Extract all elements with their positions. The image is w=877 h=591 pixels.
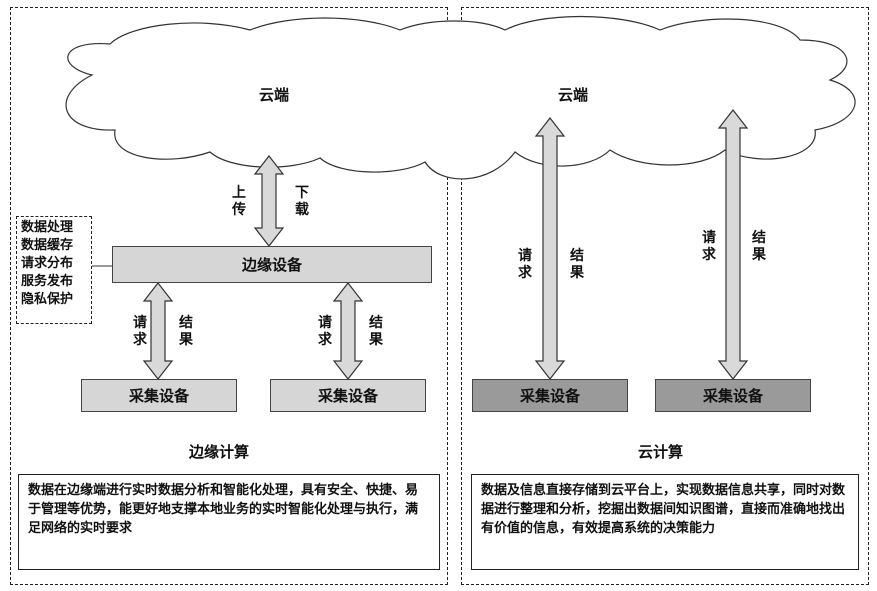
upload-download-arrow <box>253 155 285 247</box>
collect-device-label: 采集设备 <box>519 387 580 405</box>
left-result-label-2: 结果 <box>369 315 383 348</box>
left-cloud-label: 云端 <box>259 86 290 104</box>
cloud-collect-device-1: 采集设备 <box>472 379 628 412</box>
upload-label: 上传 <box>232 185 246 218</box>
cloud-computing-description: 数据及信息直接存储到云平台上，实现数据信息共享，同时对数据进行整理和分析，挖掘出… <box>471 474 859 570</box>
right-request-label-2: 请求 <box>702 230 716 263</box>
function-item: 数据缓存 <box>21 238 74 253</box>
collect-device-label: 采集设备 <box>317 387 378 405</box>
right-request-label-1: 请求 <box>518 248 532 281</box>
download-label: 下载 <box>295 185 309 218</box>
cloud-collect-device-2: 采集设备 <box>655 379 811 412</box>
left-request-label-1: 请求 <box>133 315 147 348</box>
edge-request-result-arrow-2 <box>332 282 364 380</box>
right-result-label-2: 结果 <box>752 230 766 263</box>
left-result-label-1: 结果 <box>179 315 193 348</box>
function-item: 隐私保护 <box>21 292 74 307</box>
collect-device-label: 采集设备 <box>702 387 763 405</box>
edge-function-list: 数据处理 数据缓存 请求分布 服务发布 隐私保护 <box>16 216 92 324</box>
edge-collect-device-1: 采集设备 <box>81 379 237 412</box>
edge-computing-panel <box>10 7 448 585</box>
edge-device-box: 边缘设备 <box>112 246 432 283</box>
function-item: 数据处理 <box>21 220 74 235</box>
function-item: 服务发布 <box>21 274 74 289</box>
cloud-shape <box>65 15 856 180</box>
edge-computing-title: 边缘计算 <box>189 443 250 461</box>
edge-computing-description: 数据在边缘端进行实时数据分析和智能化处理，具有安全、快捷、易于管理等优势，能更好… <box>18 474 440 570</box>
cloud-computing-panel <box>461 7 869 585</box>
edge-collect-device-2: 采集设备 <box>270 379 426 412</box>
collect-device-label: 采集设备 <box>128 387 189 405</box>
function-item: 请求分布 <box>21 256 74 271</box>
right-result-label-1: 结果 <box>570 248 584 281</box>
cloud-computing-title: 云计算 <box>638 443 684 461</box>
edge-device-label: 边缘设备 <box>241 256 302 274</box>
right-cloud-label: 云端 <box>558 86 589 104</box>
left-request-label-2: 请求 <box>318 315 332 348</box>
